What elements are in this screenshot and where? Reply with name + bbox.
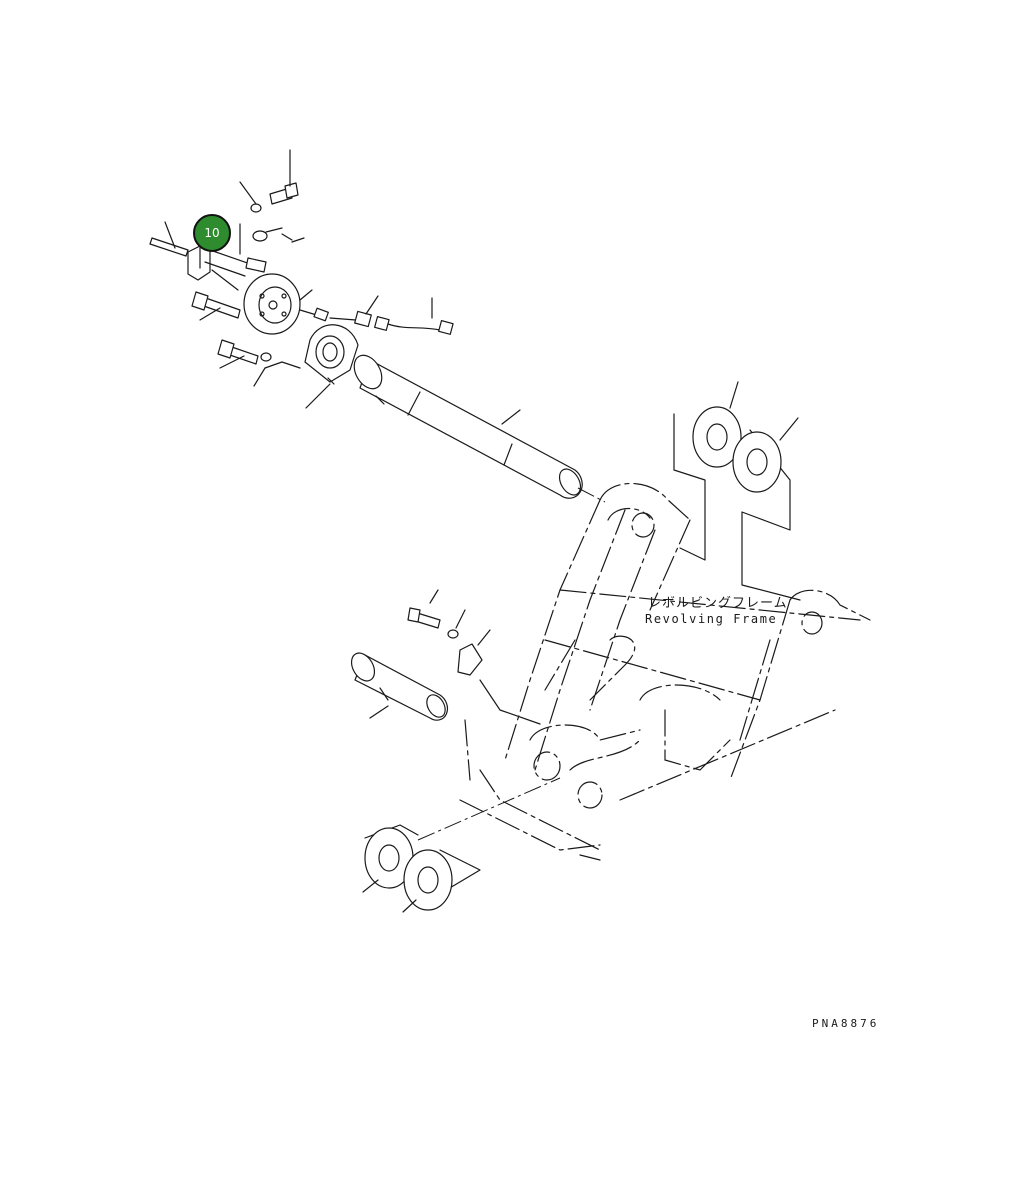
upper-pin-holder-plate <box>304 324 359 385</box>
sensor-cable <box>299 307 454 335</box>
revolving-frame-label-en: Revolving Frame <box>645 612 778 626</box>
lower-centerline <box>417 777 561 841</box>
bracket <box>187 245 267 281</box>
revolving-frame-label-jp: レボルビングフレーム <box>648 596 788 611</box>
drawing-number: PNA8876 <box>812 1017 880 1030</box>
part-callout-number: 10 <box>204 226 220 240</box>
upper-shims <box>673 406 801 601</box>
lower-pin <box>350 652 449 721</box>
upper-pin <box>353 354 606 503</box>
revolving-frame-phantom <box>459 482 871 861</box>
lower-shims <box>364 824 481 911</box>
part-callout-10[interactable]: 10 <box>193 214 231 252</box>
grease-fitting-body <box>243 273 301 335</box>
bolts-upper <box>149 182 299 365</box>
leader-lines <box>164 149 799 913</box>
lower-pin-lock <box>407 607 541 725</box>
